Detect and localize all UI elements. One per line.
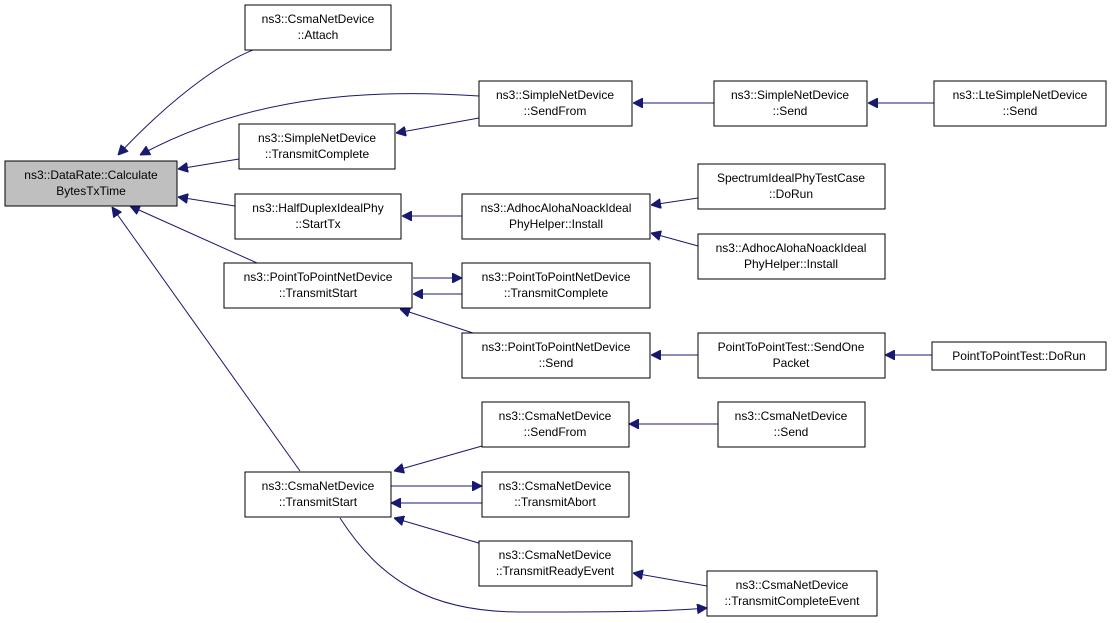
node-csma-transmitstart[interactable]: ns3::CsmaNetDevice ::TransmitStart	[244, 471, 392, 518]
node-label-line: ns3::CsmaNetDevice	[262, 479, 375, 493]
node-label-line: ::SendFrom	[524, 425, 587, 439]
edge-simple-transmitcomplete-to-calculate	[178, 158, 240, 169]
node-label-line: ns3::PointToPointNetDevice	[482, 270, 631, 284]
node-label-line: PhyHelper::Install	[509, 217, 603, 231]
node-label-line: ::TransmitComplete	[265, 147, 370, 161]
node-label-line: ns3::AdhocAlohaNoackIdeal	[481, 201, 632, 215]
node-label-line: ns3::HalfDuplexIdealPhy	[252, 201, 383, 215]
node-label-line: ns3::SimpleNetDevice	[496, 88, 614, 102]
node-p2p-transmitstart[interactable]: ns3::PointToPointNetDevice ::TransmitSta…	[223, 262, 413, 309]
node-label-line: ::TransmitStart	[279, 286, 358, 300]
node-label-line: ns3::LteSimpleNetDevice	[953, 88, 1088, 102]
edge-simple-sendfrom-to-calculate	[140, 93, 480, 155]
node-label-line: ::TransmitReadyEvent	[496, 564, 615, 578]
node-p2p-test-sendonepacket[interactable]: PointToPointTest::SendOne Packet	[697, 332, 886, 379]
node-label-line: ::Send	[773, 104, 808, 118]
node-label-line: ::TransmitCompleteEvent	[725, 594, 861, 608]
node-label-line: ::SendFrom	[524, 104, 587, 118]
node-halfduplex-starttx[interactable]: ns3::HalfDuplexIdealPhy ::StartTx	[234, 193, 402, 240]
edge-adhoc-install2-to-adhoc-install	[651, 233, 699, 247]
node-label-line: Packet	[773, 356, 810, 370]
node-label-line: ::TransmitAbort	[514, 495, 596, 509]
node-csma-send[interactable]: ns3::CsmaNetDevice ::Send	[717, 401, 866, 448]
node-lte-simple-send[interactable]: ns3::LteSimpleNetDevice ::Send	[933, 80, 1107, 127]
node-label-line: ns3::CsmaNetDevice	[499, 479, 612, 493]
edge-transmitstart-to-completeevent	[339, 517, 707, 612]
edge-spectrum-dorun-to-adhoc-install	[651, 197, 699, 205]
node-label-line: ::TransmitStart	[279, 495, 358, 509]
edge-p2p-transmitstart-to-calculate	[130, 206, 258, 264]
node-label-line: ::Send	[1003, 104, 1038, 118]
node-simple-send[interactable]: ns3::SimpleNetDevice ::Send	[713, 80, 868, 127]
node-label-line: ns3::CsmaNetDevice	[499, 548, 612, 562]
node-label-line: ns3::AdhocAlohaNoackIdeal	[716, 241, 867, 255]
node-label-line: ns3::PointToPointNetDevice	[244, 270, 393, 284]
node-label-line: PointToPointTest::SendOne	[718, 340, 865, 354]
node-label-line: ns3::CsmaNetDevice	[736, 578, 849, 592]
node-label-line: ns3::SimpleNetDevice	[258, 131, 376, 145]
edge-halfduplex-starttx-to-calculate	[178, 197, 236, 207]
node-p2p-send[interactable]: ns3::PointToPointNetDevice ::Send	[461, 332, 651, 379]
node-label-line: ::Send	[774, 425, 809, 439]
node-label-line: PhyHelper::Install	[744, 257, 838, 271]
node-label-line: ::Send	[539, 356, 574, 370]
edge-completeevent-to-readyevent	[633, 573, 708, 587]
node-p2p-transmitcomplete[interactable]: ns3::PointToPointNetDevice ::TransmitCom…	[461, 262, 651, 309]
node-label-line: ::Attach	[298, 28, 339, 42]
node-p2p-test-dorun[interactable]: PointToPointTest::DoRun	[931, 341, 1107, 371]
node-simple-sendfrom[interactable]: ns3::SimpleNetDevice ::SendFrom	[478, 80, 633, 127]
node-csma-transmitreadyevent[interactable]: ns3::CsmaNetDevice ::TransmitReadyEvent	[478, 540, 633, 587]
node-simple-transmitcomplete[interactable]: ns3::SimpleNetDevice ::TransmitComplete	[238, 123, 396, 170]
node-label-line: ns3::DataRate::Calculate	[24, 168, 158, 182]
edge-p2p-send-to-transmitstart	[400, 309, 477, 335]
node-label-line: PointToPointTest::DoRun	[952, 349, 1085, 363]
edge-readyevent-to-transmitstart	[394, 518, 483, 545]
edge-sendfrom-to-transmitcomplete	[396, 117, 480, 133]
edge-csma-transmitstart-to-calculate	[112, 207, 301, 472]
node-label-line: BytesTxTime	[56, 184, 126, 198]
node-csma-transmitabort[interactable]: ns3::CsmaNetDevice ::TransmitAbort	[481, 471, 630, 518]
node-label-line: SpectrumIdealPhyTestCase	[717, 171, 865, 185]
node-label-line: ::DoRun	[769, 187, 813, 201]
node-label-line: ::TransmitComplete	[504, 286, 609, 300]
node-label-line: ns3::PointToPointNetDevice	[482, 340, 631, 354]
node-spectrum-dorun[interactable]: SpectrumIdealPhyTestCase ::DoRun	[697, 163, 886, 210]
edge-attach-to-calculate	[118, 45, 265, 155]
edge-csma-sendfrom-to-transmitstart	[394, 445, 483, 471]
node-datarate-calculate-bytestxtime[interactable]: ns3::DataRate::Calculate BytesTxTime	[4, 160, 178, 207]
node-csma-sendfrom[interactable]: ns3::CsmaNetDevice ::SendFrom	[481, 401, 630, 448]
node-csma-transmitcompleteevent[interactable]: ns3::CsmaNetDevice ::TransmitCompleteEve…	[706, 570, 878, 617]
node-label-line: ns3::CsmaNetDevice	[499, 409, 612, 423]
node-label-line: ns3::SimpleNetDevice	[731, 88, 849, 102]
node-adhoc-install-2[interactable]: ns3::AdhocAlohaNoackIdeal PhyHelper::Ins…	[697, 233, 886, 280]
node-label-line: ns3::CsmaNetDevice	[262, 12, 375, 26]
node-label-line: ::StartTx	[295, 217, 340, 231]
node-adhoc-install[interactable]: ns3::AdhocAlohaNoackIdeal PhyHelper::Ins…	[461, 193, 651, 240]
node-label-line: ns3::CsmaNetDevice	[735, 409, 848, 423]
node-csma-attach[interactable]: ns3::CsmaNetDevice ::Attach	[244, 4, 392, 51]
